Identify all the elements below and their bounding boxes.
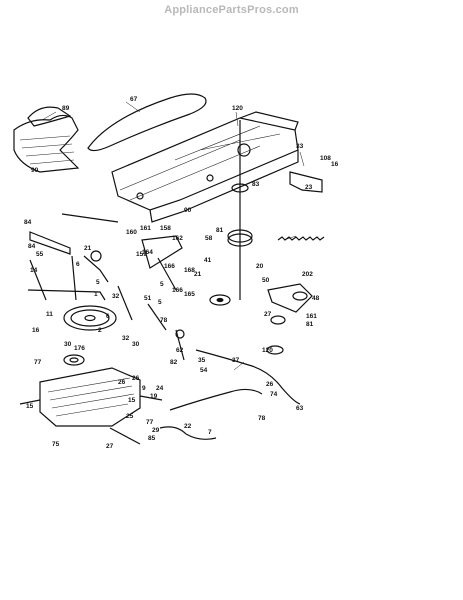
callout: 54	[200, 367, 208, 374]
callout: 78	[160, 317, 168, 324]
callout: 26	[266, 381, 274, 388]
callout: 16	[32, 327, 40, 334]
drive-belt	[87, 93, 207, 152]
leader-lines	[41, 101, 305, 371]
callout: 26	[132, 375, 140, 382]
callout: 6	[106, 313, 110, 320]
callout: 50	[262, 277, 270, 284]
callout: 55	[36, 251, 44, 258]
callout: 168	[184, 267, 195, 274]
callout: 37	[232, 357, 240, 364]
transmission-pulley	[63, 305, 117, 331]
callout: 15	[26, 403, 34, 410]
brake-rod	[169, 388, 263, 411]
callout: 29	[152, 427, 160, 434]
callout: 159	[136, 251, 147, 258]
callout: 75	[52, 441, 60, 448]
callout: 14	[30, 267, 38, 274]
callout: 21	[194, 271, 202, 278]
callout: 162	[172, 235, 183, 242]
callout: 84	[28, 243, 36, 250]
callout: 90	[184, 207, 192, 214]
callout: 176	[74, 345, 85, 352]
callout: 27	[106, 443, 114, 450]
callout: 120	[262, 347, 273, 354]
callout: 158	[160, 225, 171, 232]
callout: 166	[172, 287, 183, 294]
callout: 1	[94, 291, 98, 298]
callout: 19	[150, 393, 158, 400]
callout: 120	[232, 105, 243, 112]
callout: 2	[98, 327, 102, 334]
callout: 15	[128, 397, 136, 404]
callout: 48	[312, 295, 320, 302]
callout: 161	[306, 313, 317, 320]
callout: 32	[112, 293, 120, 300]
callout: 23	[305, 184, 313, 191]
callout: 81	[306, 321, 314, 328]
drive-rod	[195, 349, 301, 405]
transaxle	[19, 354, 163, 427]
callout: 67	[130, 96, 138, 103]
callout: 30	[64, 341, 72, 348]
clutch-pulley-stack	[209, 120, 253, 306]
callout: 6	[76, 261, 80, 268]
callout: 78	[258, 415, 266, 422]
callout: 7	[208, 429, 212, 436]
callout: 9	[142, 385, 146, 392]
callout: 16	[331, 161, 339, 168]
callout: 108	[320, 155, 331, 162]
callout: 161	[140, 225, 151, 232]
callout: 27	[264, 311, 272, 318]
callout: 160	[126, 229, 137, 236]
callout: 165	[184, 291, 195, 298]
center-levers	[117, 235, 185, 361]
callout: 5	[158, 299, 162, 306]
callout: 26	[118, 379, 126, 386]
site-watermark: AppliancePartsPros.com	[164, 4, 299, 16]
callout: 41	[204, 257, 212, 264]
callout: 63	[296, 405, 304, 412]
callout: 62	[176, 347, 184, 354]
callout: 77	[146, 419, 154, 426]
lower-link	[159, 426, 217, 440]
callout: 77	[34, 359, 42, 366]
callout: 202	[302, 271, 313, 278]
callout: 35	[198, 357, 206, 364]
bracket-right	[289, 171, 323, 193]
callout: 32	[122, 335, 130, 342]
callout: 90	[31, 167, 39, 174]
callout: 84	[24, 219, 32, 226]
callout: 83	[252, 181, 260, 188]
left-linkage	[27, 213, 119, 301]
callout: 58	[205, 235, 213, 242]
callout: 30	[132, 341, 140, 348]
callout: 5	[96, 279, 100, 286]
callout: 5	[160, 281, 164, 288]
callout-labels: 89 67 120 90 33 108 16 83 90 23 84 81 58…	[24, 96, 339, 450]
callout: 81	[216, 227, 224, 234]
callout: 22	[184, 423, 192, 430]
chassis-frame	[111, 111, 299, 223]
callout: 164	[142, 249, 153, 256]
callout: 11	[46, 311, 53, 318]
seat-assembly	[13, 106, 80, 173]
callout: 51	[144, 295, 152, 302]
callout: 166	[164, 263, 175, 270]
callout: 24	[156, 385, 164, 392]
callout: 82	[170, 359, 178, 366]
callout: 33	[296, 143, 304, 150]
callout: 85	[148, 435, 156, 442]
idler-pulleys-right	[266, 283, 313, 355]
callout: 20	[256, 263, 264, 270]
callout: 89	[62, 105, 70, 112]
callout: 21	[84, 245, 92, 252]
callout: 25	[126, 413, 134, 420]
callout: 74	[270, 391, 278, 398]
